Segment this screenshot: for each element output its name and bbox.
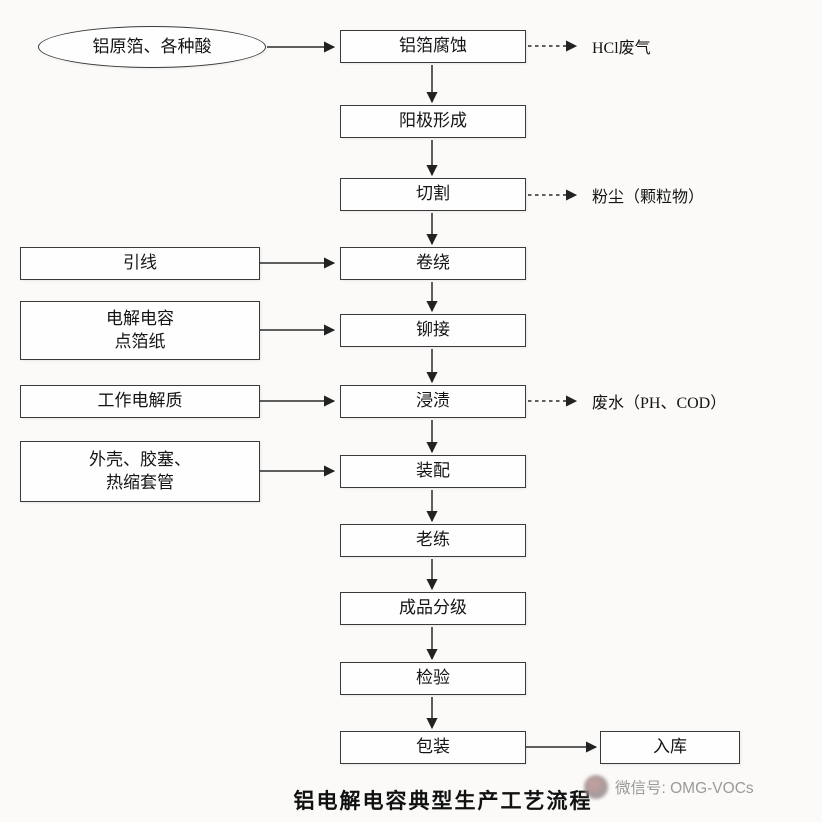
- step-label: 成品分级: [399, 598, 467, 618]
- input-lead-wire: 引线: [20, 247, 260, 280]
- input-working-electrolyte: 工作电解质: [20, 385, 260, 418]
- input-casing-materials: 外壳、胶塞、 热缩套管: [20, 441, 260, 502]
- step-label: 装配: [416, 461, 450, 481]
- diagram-title: 铝电解电容典型生产工艺流程: [293, 789, 593, 813]
- input-label: 电解电容 点箔纸: [106, 308, 174, 351]
- emission-dust-particulate: 粉尘（颗粒物）: [592, 189, 705, 206]
- step-label: 检验: [416, 668, 450, 688]
- step-label: 包装: [416, 737, 450, 757]
- source-raw-foil-acids: 铝原箔、各种酸: [38, 26, 266, 68]
- step-packaging: 包装: [340, 731, 526, 764]
- source-label: 铝原箔、各种酸: [92, 36, 212, 56]
- input-capacitor-paper: 电解电容 点箔纸: [20, 301, 260, 360]
- step-label: 阳极形成: [399, 111, 467, 131]
- input-label: 引线: [123, 253, 157, 273]
- step-winding: 卷绕: [340, 247, 526, 280]
- step-assembly: 装配: [340, 455, 526, 488]
- wechat-logo-icon: [584, 775, 608, 799]
- emission-hcl-waste-gas: HCl废气: [592, 40, 651, 57]
- step-riveting: 铆接: [340, 314, 526, 347]
- step-label: 铆接: [416, 320, 450, 340]
- step-inspection: 检验: [340, 662, 526, 695]
- step-label: 老练: [416, 530, 450, 550]
- step-label: 切割: [416, 184, 450, 204]
- watermark: 微信号: OMG-VOCs: [584, 775, 754, 799]
- output-warehouse: 入库: [600, 731, 740, 764]
- input-arrows: [260, 257, 336, 477]
- step-label: 卷绕: [416, 253, 450, 273]
- step-impregnation: 浸渍: [340, 385, 526, 418]
- step-grading: 成品分级: [340, 592, 526, 625]
- step-anode-formation: 阳极形成: [340, 105, 526, 138]
- input-label: 工作电解质: [97, 391, 183, 411]
- emission-wastewater: 废水（PH、COD）: [592, 395, 727, 412]
- step-aging: 老练: [340, 524, 526, 557]
- step-label: 浸渍: [416, 391, 450, 411]
- emission-arrows: [528, 40, 578, 407]
- step-foil-corrosion: 铝箔腐蚀: [340, 30, 526, 63]
- step-label: 铝箔腐蚀: [399, 36, 467, 56]
- output-label: 入库: [653, 737, 687, 757]
- step-cutting: 切割: [340, 178, 526, 211]
- watermark-text: 微信号: OMG-VOCs: [615, 780, 754, 797]
- input-label: 外壳、胶塞、 热缩套管: [89, 449, 191, 492]
